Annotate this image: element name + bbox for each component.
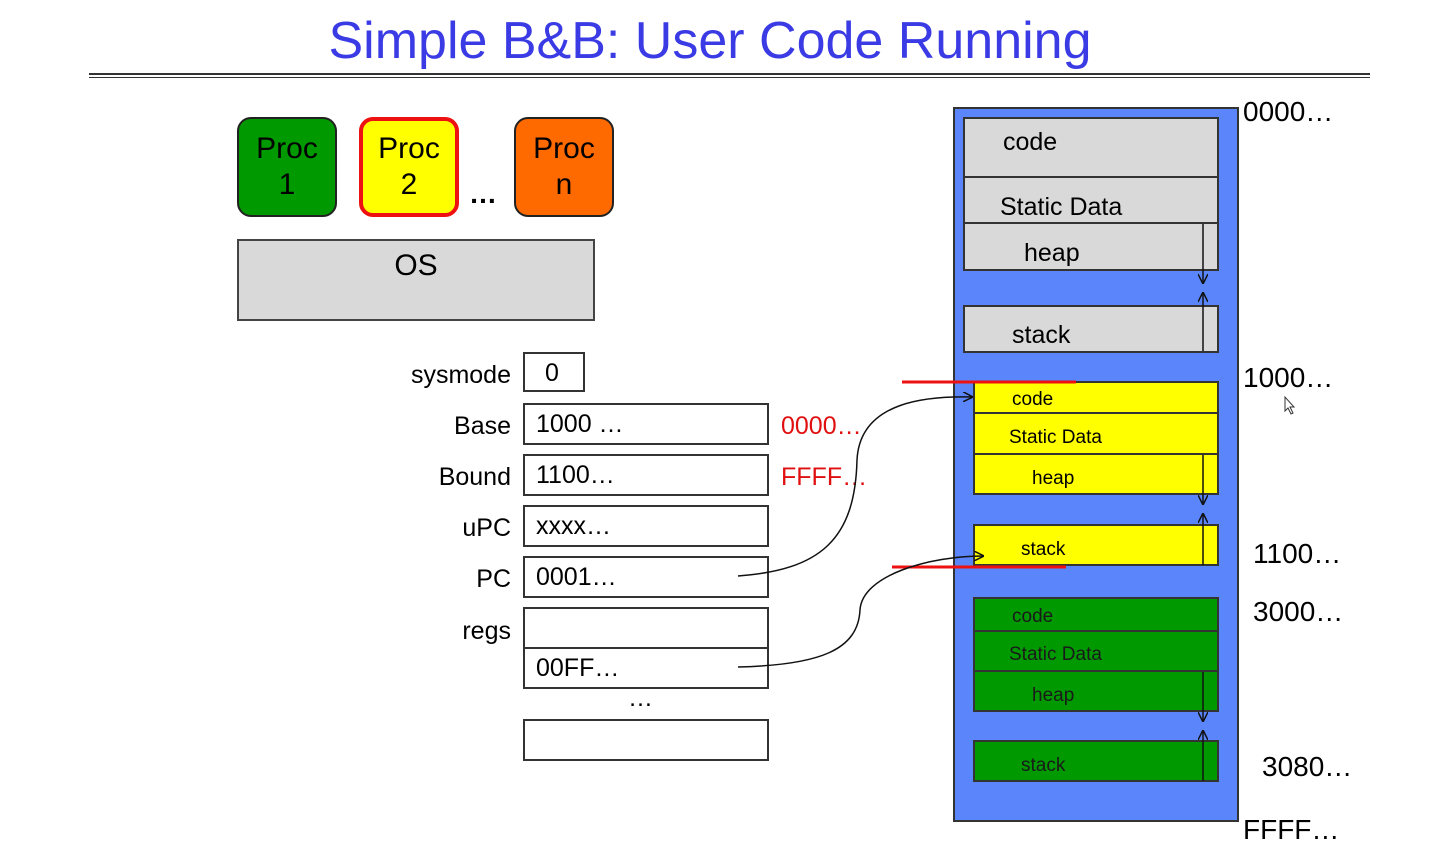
regs-pointer-arrow: [737, 556, 983, 668]
base-label: Base: [454, 412, 511, 440]
proc2-stack-segment: stack: [973, 524, 1219, 566]
address-1100: 1100…: [1253, 538, 1342, 569]
proc-n-label: Proc: [533, 132, 595, 165]
proc1-heap-label: heap: [1032, 685, 1075, 706]
pc-label: PC: [476, 565, 511, 593]
os-code-segment: code: [963, 117, 1219, 178]
proc-1-number: 1: [278, 168, 296, 201]
regs-ellipsis: …: [628, 684, 653, 712]
base-value: 1000 …: [523, 403, 769, 445]
regs-box-last: [523, 719, 769, 761]
address-1000: 1000…: [1243, 362, 1334, 393]
proc2-heap-segment: heap: [973, 453, 1219, 495]
os-box: OS: [237, 239, 595, 321]
proc-1-box: Proc 1: [237, 117, 337, 217]
sysmode-label: sysmode: [410, 361, 511, 389]
sysmode-value: 0: [523, 352, 585, 392]
os-static-label: Static Data: [1000, 193, 1123, 221]
pc-pointer-arrow: [737, 397, 972, 577]
cursor-icon: [1284, 395, 1296, 415]
proc2-heap-label: heap: [1032, 468, 1075, 489]
proc2-static-label: Static Data: [1009, 427, 1102, 448]
proc-2-number: 2: [400, 168, 418, 201]
title-underline: [89, 73, 1370, 75]
proc2-static-segment: Static Data: [973, 412, 1219, 455]
upc-label: uPC: [462, 514, 511, 542]
proc-ellipsis: …: [469, 178, 497, 209]
base-annotation: 0000…: [781, 412, 862, 440]
proc1-stack-label: stack: [1021, 755, 1066, 776]
proc1-static-segment: Static Data: [973, 630, 1219, 672]
regs-value: 00FF…: [523, 647, 769, 689]
os-stack-label: stack: [1012, 321, 1071, 349]
proc2-stack-label: stack: [1021, 539, 1066, 560]
os-label: OS: [394, 249, 438, 282]
proc1-code-segment: code: [973, 597, 1219, 632]
slide-title: Simple B&B: User Code Running: [328, 12, 1092, 70]
proc1-stack-segment: stack: [973, 740, 1219, 782]
proc2-code-label: code: [1012, 389, 1054, 410]
address-0000: 0000…: [1243, 96, 1334, 127]
proc2-code-segment: code: [973, 381, 1219, 414]
os-stack-segment: stack: [963, 305, 1219, 353]
title-underline-thin: [89, 77, 1370, 78]
bound-annotation: FFFF…: [781, 463, 868, 491]
address-ffff: FFFF…: [1243, 814, 1340, 845]
pc-value: 0001…: [523, 556, 769, 598]
address-3080: 3080…: [1262, 751, 1353, 782]
proc-1-label: Proc: [256, 132, 318, 165]
bound-value: 1100…: [523, 454, 769, 496]
proc-2-label: Proc: [378, 132, 440, 165]
proc1-static-label: Static Data: [1009, 644, 1102, 665]
proc1-heap-segment: heap: [973, 670, 1219, 712]
proc-2-box: Proc 2: [359, 117, 459, 217]
proc-n-box: Proc n: [514, 117, 614, 217]
address-3000: 3000…: [1253, 596, 1344, 627]
proc-n-number: n: [555, 168, 573, 201]
bound-label: Bound: [438, 463, 511, 491]
os-code-label: code: [1003, 128, 1058, 156]
regs-label: regs: [462, 617, 511, 645]
proc1-code-label: code: [1012, 606, 1054, 627]
upc-value: xxxx…: [523, 505, 769, 547]
os-heap-label: heap: [1024, 239, 1080, 267]
os-heap-segment: heap: [963, 222, 1219, 271]
